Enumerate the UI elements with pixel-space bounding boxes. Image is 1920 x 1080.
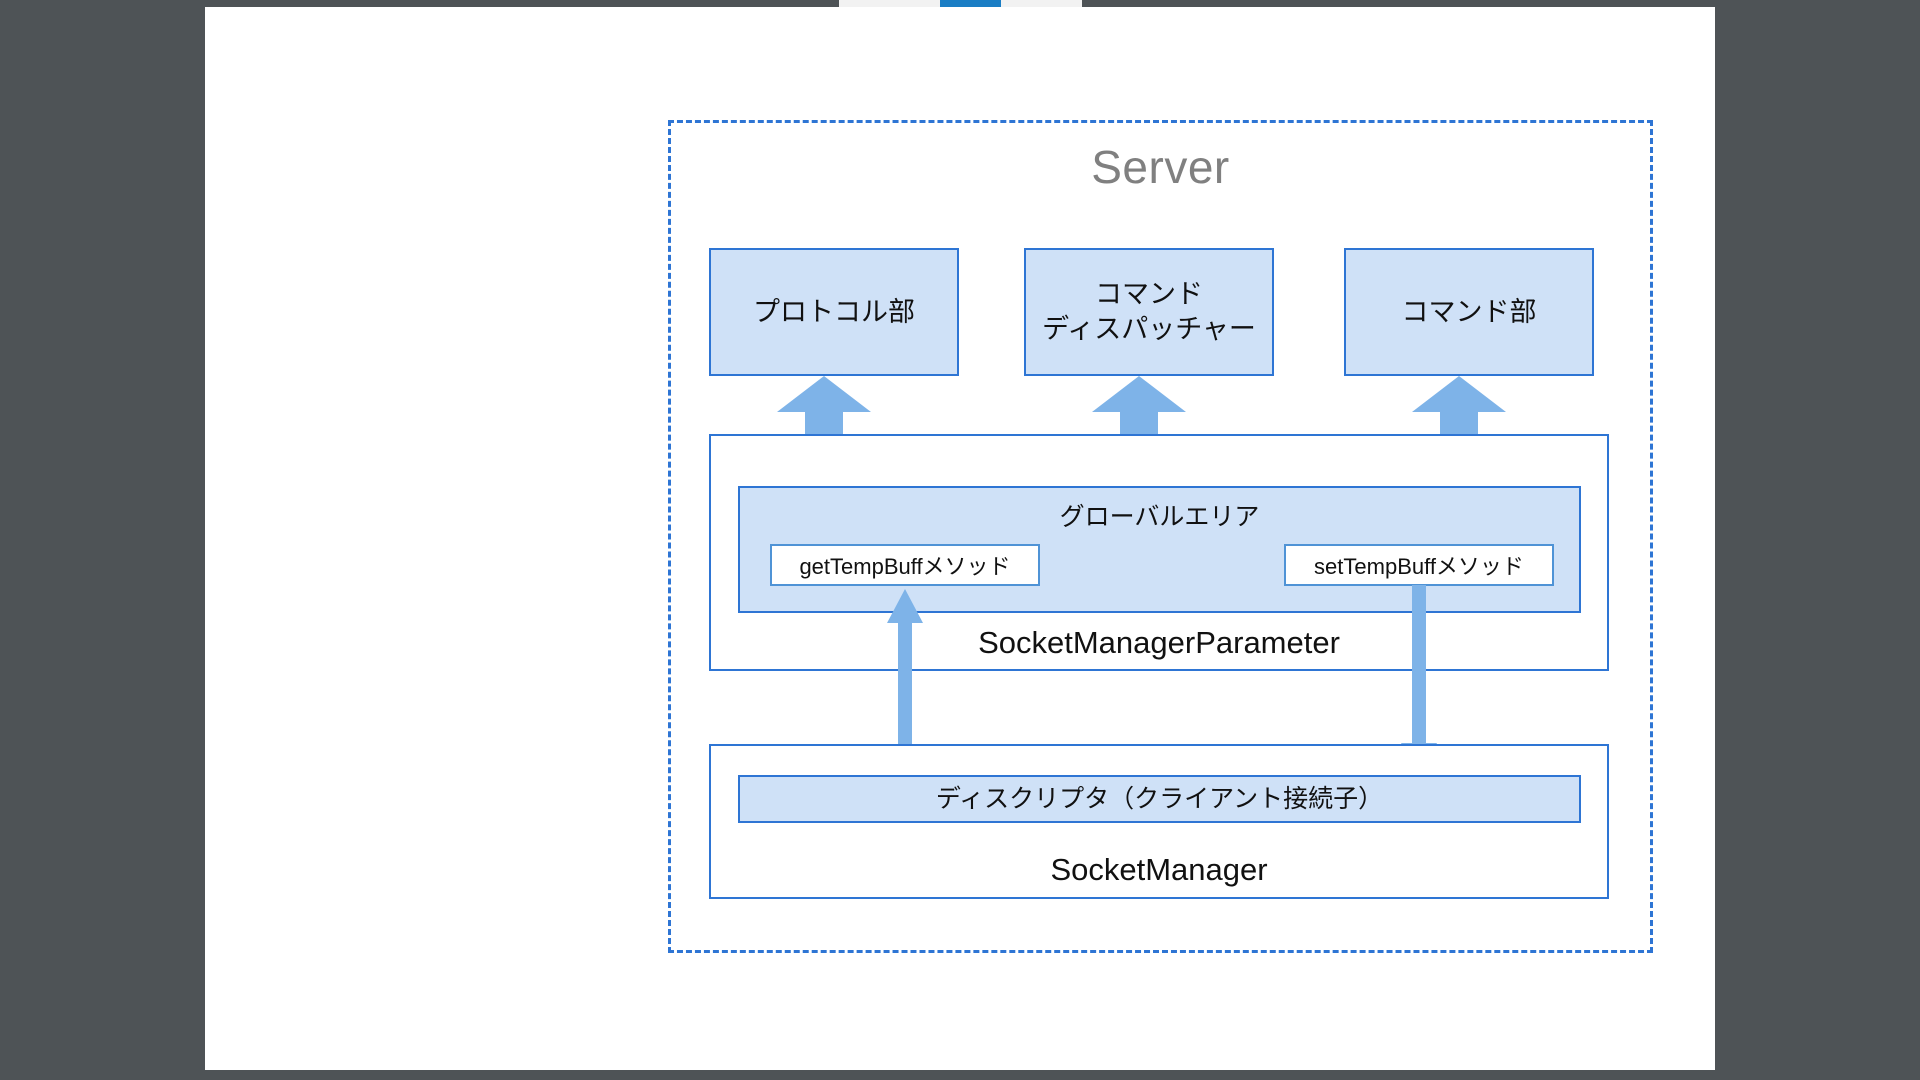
module-command-dispatcher[interactable]: コマンド ディスパッチャー bbox=[1024, 248, 1274, 376]
server-title: Server bbox=[1091, 141, 1230, 193]
descriptor-box[interactable]: ディスクリプタ（クライアント接続子） bbox=[738, 775, 1581, 823]
browser-tab-strip[interactable] bbox=[839, 0, 1082, 7]
socket-manager-parameter-label: SocketManagerParameter bbox=[978, 625, 1340, 660]
method-get-temp-buff[interactable]: getTempBuffメソッド bbox=[770, 544, 1040, 586]
module-command[interactable]: コマンド部 bbox=[1344, 248, 1594, 376]
arrow-descriptor-to-get-temp-buff-icon bbox=[887, 589, 923, 779]
module-command-dispatcher-label: コマンド ディスパッチャー bbox=[1042, 277, 1256, 346]
method-set-temp-buff-label: setTempBuffメソッド bbox=[1314, 554, 1524, 579]
global-area-label: グローバルエリア bbox=[1059, 503, 1260, 531]
socket-manager-label: SocketManager bbox=[1050, 852, 1268, 887]
server-container bbox=[668, 120, 1653, 953]
module-command-dispatcher-label-line2: ディスパッチャー bbox=[1042, 314, 1256, 344]
module-command-dispatcher-label-line1: コマンド bbox=[1095, 279, 1203, 310]
descriptor-label: ディスクリプタ（クライアント接続子） bbox=[935, 785, 1384, 813]
module-command-label: コマンド部 bbox=[1401, 296, 1537, 327]
method-set-temp-buff[interactable]: setTempBuffメソッド bbox=[1284, 544, 1554, 586]
active-tab-indicator[interactable] bbox=[940, 0, 1001, 7]
document-canvas: Server プロトコル部 コマンド ディスパッチャー コマンド部 bbox=[205, 7, 1715, 1070]
module-protocol-label: プロトコル部 bbox=[753, 296, 915, 327]
method-get-temp-buff-label: getTempBuffメソッド bbox=[799, 554, 1011, 579]
module-protocol[interactable]: プロトコル部 bbox=[709, 248, 959, 376]
arrow-set-temp-buff-to-descriptor-icon bbox=[1401, 585, 1437, 779]
